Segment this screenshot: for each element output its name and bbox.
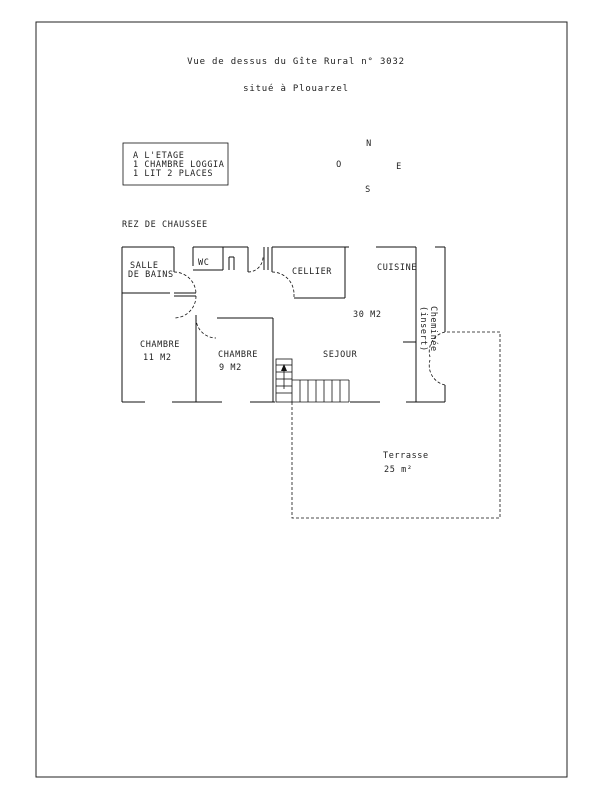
upper-floor-line3: 1 LIT 2 PLACES <box>133 169 213 179</box>
room-chambre-1-area: 11 M2 <box>143 353 172 363</box>
staircase <box>275 358 350 403</box>
compass-north: N <box>366 139 372 149</box>
compass-east: E <box>396 162 402 172</box>
sheet-border <box>35 21 568 778</box>
room-chambre-2: CHAMBRE <box>218 350 258 360</box>
room-salle-de-bains-line1: SALLE <box>130 261 159 271</box>
upper-floor-line1: A L'ETAGE <box>133 151 184 161</box>
room-cellier: CELLIER <box>292 267 332 277</box>
upper-floor-line2: 1 CHAMBRE LOGGIA <box>133 160 224 170</box>
terrace-outline <box>291 331 501 519</box>
room-labels: SALLE DE BAINS WC CELLIER CUISINE 30 M2 … <box>128 258 439 475</box>
stair-arrow-icon <box>281 364 287 371</box>
compass-south: S <box>365 185 371 195</box>
fireplace-label-line1: Cheminée <box>428 306 439 352</box>
compass: N O E S <box>336 139 402 195</box>
plan-title: Vue de dessus du Gîte Rural n° 3032 <box>187 57 405 67</box>
level-label: REZ DE CHAUSSEE <box>122 220 208 230</box>
plan-subtitle: situé à Plouarzel <box>243 83 349 94</box>
room-chambre-1: CHAMBRE <box>140 340 180 350</box>
room-salle-de-bains-line2: DE BAINS <box>128 270 174 280</box>
room-wc: WC <box>198 258 209 268</box>
room-sejour: SEJOUR <box>323 350 358 360</box>
room-chambre-2-area: 9 M2 <box>219 363 242 373</box>
room-cuisine: CUISINE <box>377 263 417 273</box>
upper-floor-box: A L'ETAGE 1 CHAMBRE LOGGIA 1 LIT 2 PLACE… <box>122 142 229 186</box>
door-swings <box>173 256 446 386</box>
fireplace-label-line2: (insert) <box>418 306 428 352</box>
compass-west: O <box>336 160 342 170</box>
room-cuisine-area: 30 M2 <box>353 310 382 320</box>
room-terrasse: Terrasse <box>383 451 429 461</box>
walls <box>121 246 446 403</box>
room-terrasse-area: 25 m² <box>384 465 413 475</box>
